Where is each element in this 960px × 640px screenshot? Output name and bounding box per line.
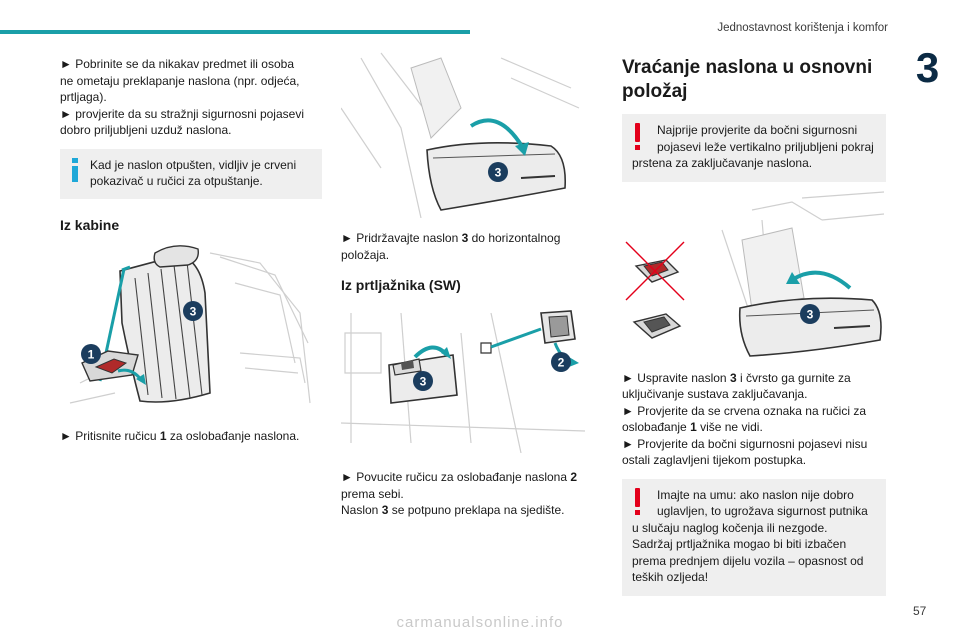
text-span: ► Pritisnite ručicu	[60, 428, 160, 443]
ref-number: 3	[729, 370, 737, 385]
warning-icon	[635, 487, 640, 516]
text-span: ► Pridržavajte naslon	[341, 231, 462, 245]
ref-number: 3	[381, 503, 389, 517]
text-line: položaja.	[341, 247, 390, 262]
heading-line: Vraćanje naslona u osnovni	[622, 57, 873, 78]
text-line: dobro priljubljeni uzduž naslona.	[60, 123, 232, 137]
text-line: ostali zaglavljeni tijekom postupka.	[622, 453, 807, 467]
column-1: ► Pobrinite se da nikakav predmet ili os…	[60, 56, 322, 444]
text-line: Kad je naslon otpušten, vidljiv je crven…	[90, 157, 297, 172]
text-line: prtljaga).	[60, 90, 107, 104]
column-2: 3 ► Pridržavajte naslon 3 do horizontaln…	[341, 48, 585, 519]
column-3: Vraćanje naslona u osnovni položaj Najpr…	[622, 56, 886, 596]
step-hold-backrest: ► Pridržavajte naslon 3 do horizontalnog…	[341, 230, 585, 263]
callout-number-3: 3	[495, 166, 502, 180]
text-line: prema prednjem dijelu vozila – opasnost …	[632, 553, 864, 568]
info-note: Kad je naslon otpušten, vidljiv je crven…	[60, 148, 322, 199]
restore-steps: ► Uspravite naslon 3 i čvrsto ga gurnite…	[622, 370, 886, 469]
text-span: za oslobađanje naslona.	[166, 428, 300, 443]
ref-number: 1	[690, 420, 697, 434]
text-line: prstena za zaključavanje naslona.	[632, 156, 813, 170]
header-accent-bar	[0, 30, 470, 34]
seat-release-illustration: 3 1	[69, 244, 311, 404]
section-heading-restore: Vraćanje naslona u osnovni položaj	[622, 56, 886, 104]
text-span: više ne vidi.	[696, 420, 763, 434]
text-span: ► Uspravite naslon	[622, 370, 730, 385]
intro-instructions: ► Pobrinite se da nikakav predmet ili os…	[60, 56, 322, 139]
ref-number: 2	[570, 470, 578, 484]
text-line: uključivanje sustava zaključavanja.	[622, 387, 808, 401]
watermark: carmanualsonline.info	[396, 614, 564, 631]
chapter-number: 3	[915, 44, 940, 91]
restore-backrest-illustration: 3	[625, 190, 885, 357]
callout-number-3: 3	[420, 375, 427, 389]
text-span: do horizontalnog	[468, 231, 561, 245]
text-span: Naslon	[341, 503, 382, 517]
illustration-cabin-release: 3 1	[60, 243, 322, 408]
text-line: ► Provjerite da bočni sigurnosni pojasev…	[622, 436, 868, 451]
illustration-seat-folding: 3	[341, 48, 585, 218]
text-line: pojasevi leže vertikalno priljubljeni po…	[657, 139, 874, 154]
text-line: ► Pobrinite se da nikakav predmet ili os…	[60, 57, 294, 71]
heading-line: položaj	[622, 81, 688, 102]
warning-note-safety: Imajte na umu: ako naslon nije dobro ugl…	[622, 478, 886, 596]
step-pull-lever: ► Povucite ručicu za oslobađanje naslona…	[341, 469, 585, 519]
callout-number-2: 2	[558, 356, 565, 370]
text-line: ► provjerite da su stražnji sigurnosni p…	[60, 106, 304, 121]
boot-release-illustration: 3	[341, 310, 585, 453]
text-line: ne ometaju preklapanje naslona (npr. odj…	[60, 73, 300, 88]
callout-number-3: 3	[807, 307, 814, 321]
info-icon	[72, 157, 78, 182]
text-line: prema sebi.	[341, 486, 404, 501]
text-line: ► Provjerite da se crvena oznaka na ruči…	[622, 403, 866, 418]
text-line: Sadržaj prtljažnika mogao bi biti izbače…	[632, 537, 847, 551]
text-span: se potpuno preklapa na sjedište.	[388, 503, 565, 517]
text-line: uglavljen, to ugrožava sigurnost putnika	[657, 504, 868, 518]
section-heading-boot: Iz prtljažnika (SW)	[341, 277, 461, 293]
text-span: ► Povucite ručicu za oslobađanje naslona	[341, 470, 571, 484]
text-line: u slučaju naglog kočenja ili nezgode.	[632, 520, 828, 535]
callout-number-3: 3	[190, 304, 197, 318]
seat-fold-illustration: 3	[341, 52, 580, 218]
warning-icon	[635, 123, 640, 151]
text-line: pokazivač u ručici za otpuštanje.	[90, 174, 263, 188]
chapter-title: Jednostavnost korištenja i komfor	[717, 22, 888, 34]
illustration-boot-release: 3 2	[341, 303, 585, 453]
text-span: oslobađanje	[622, 420, 691, 434]
text-line: Imajte na umu: ako naslon nije dobro	[657, 487, 854, 502]
callout-number-1: 1	[88, 347, 95, 361]
text-line: Najprije provjerite da bočni sigurnosni	[657, 123, 858, 137]
ref-number: 1	[159, 428, 167, 443]
step-press-lever: ► Pritisnite ručicu 1 za oslobađanje nas…	[60, 428, 322, 445]
text-span: i čvrsto ga gurnite za	[736, 370, 851, 385]
section-heading-cabin: Iz kabine	[60, 216, 120, 233]
callout-badge-2: 2	[551, 352, 571, 372]
text-line: teških ozljeda!	[632, 570, 709, 584]
illustration-restore-backrest: 3	[622, 190, 886, 358]
ref-number: 3	[461, 231, 469, 245]
page-number: 57	[913, 604, 927, 618]
warning-note-belts: Najprije provjerite da bočni sigurnosni …	[622, 114, 886, 182]
